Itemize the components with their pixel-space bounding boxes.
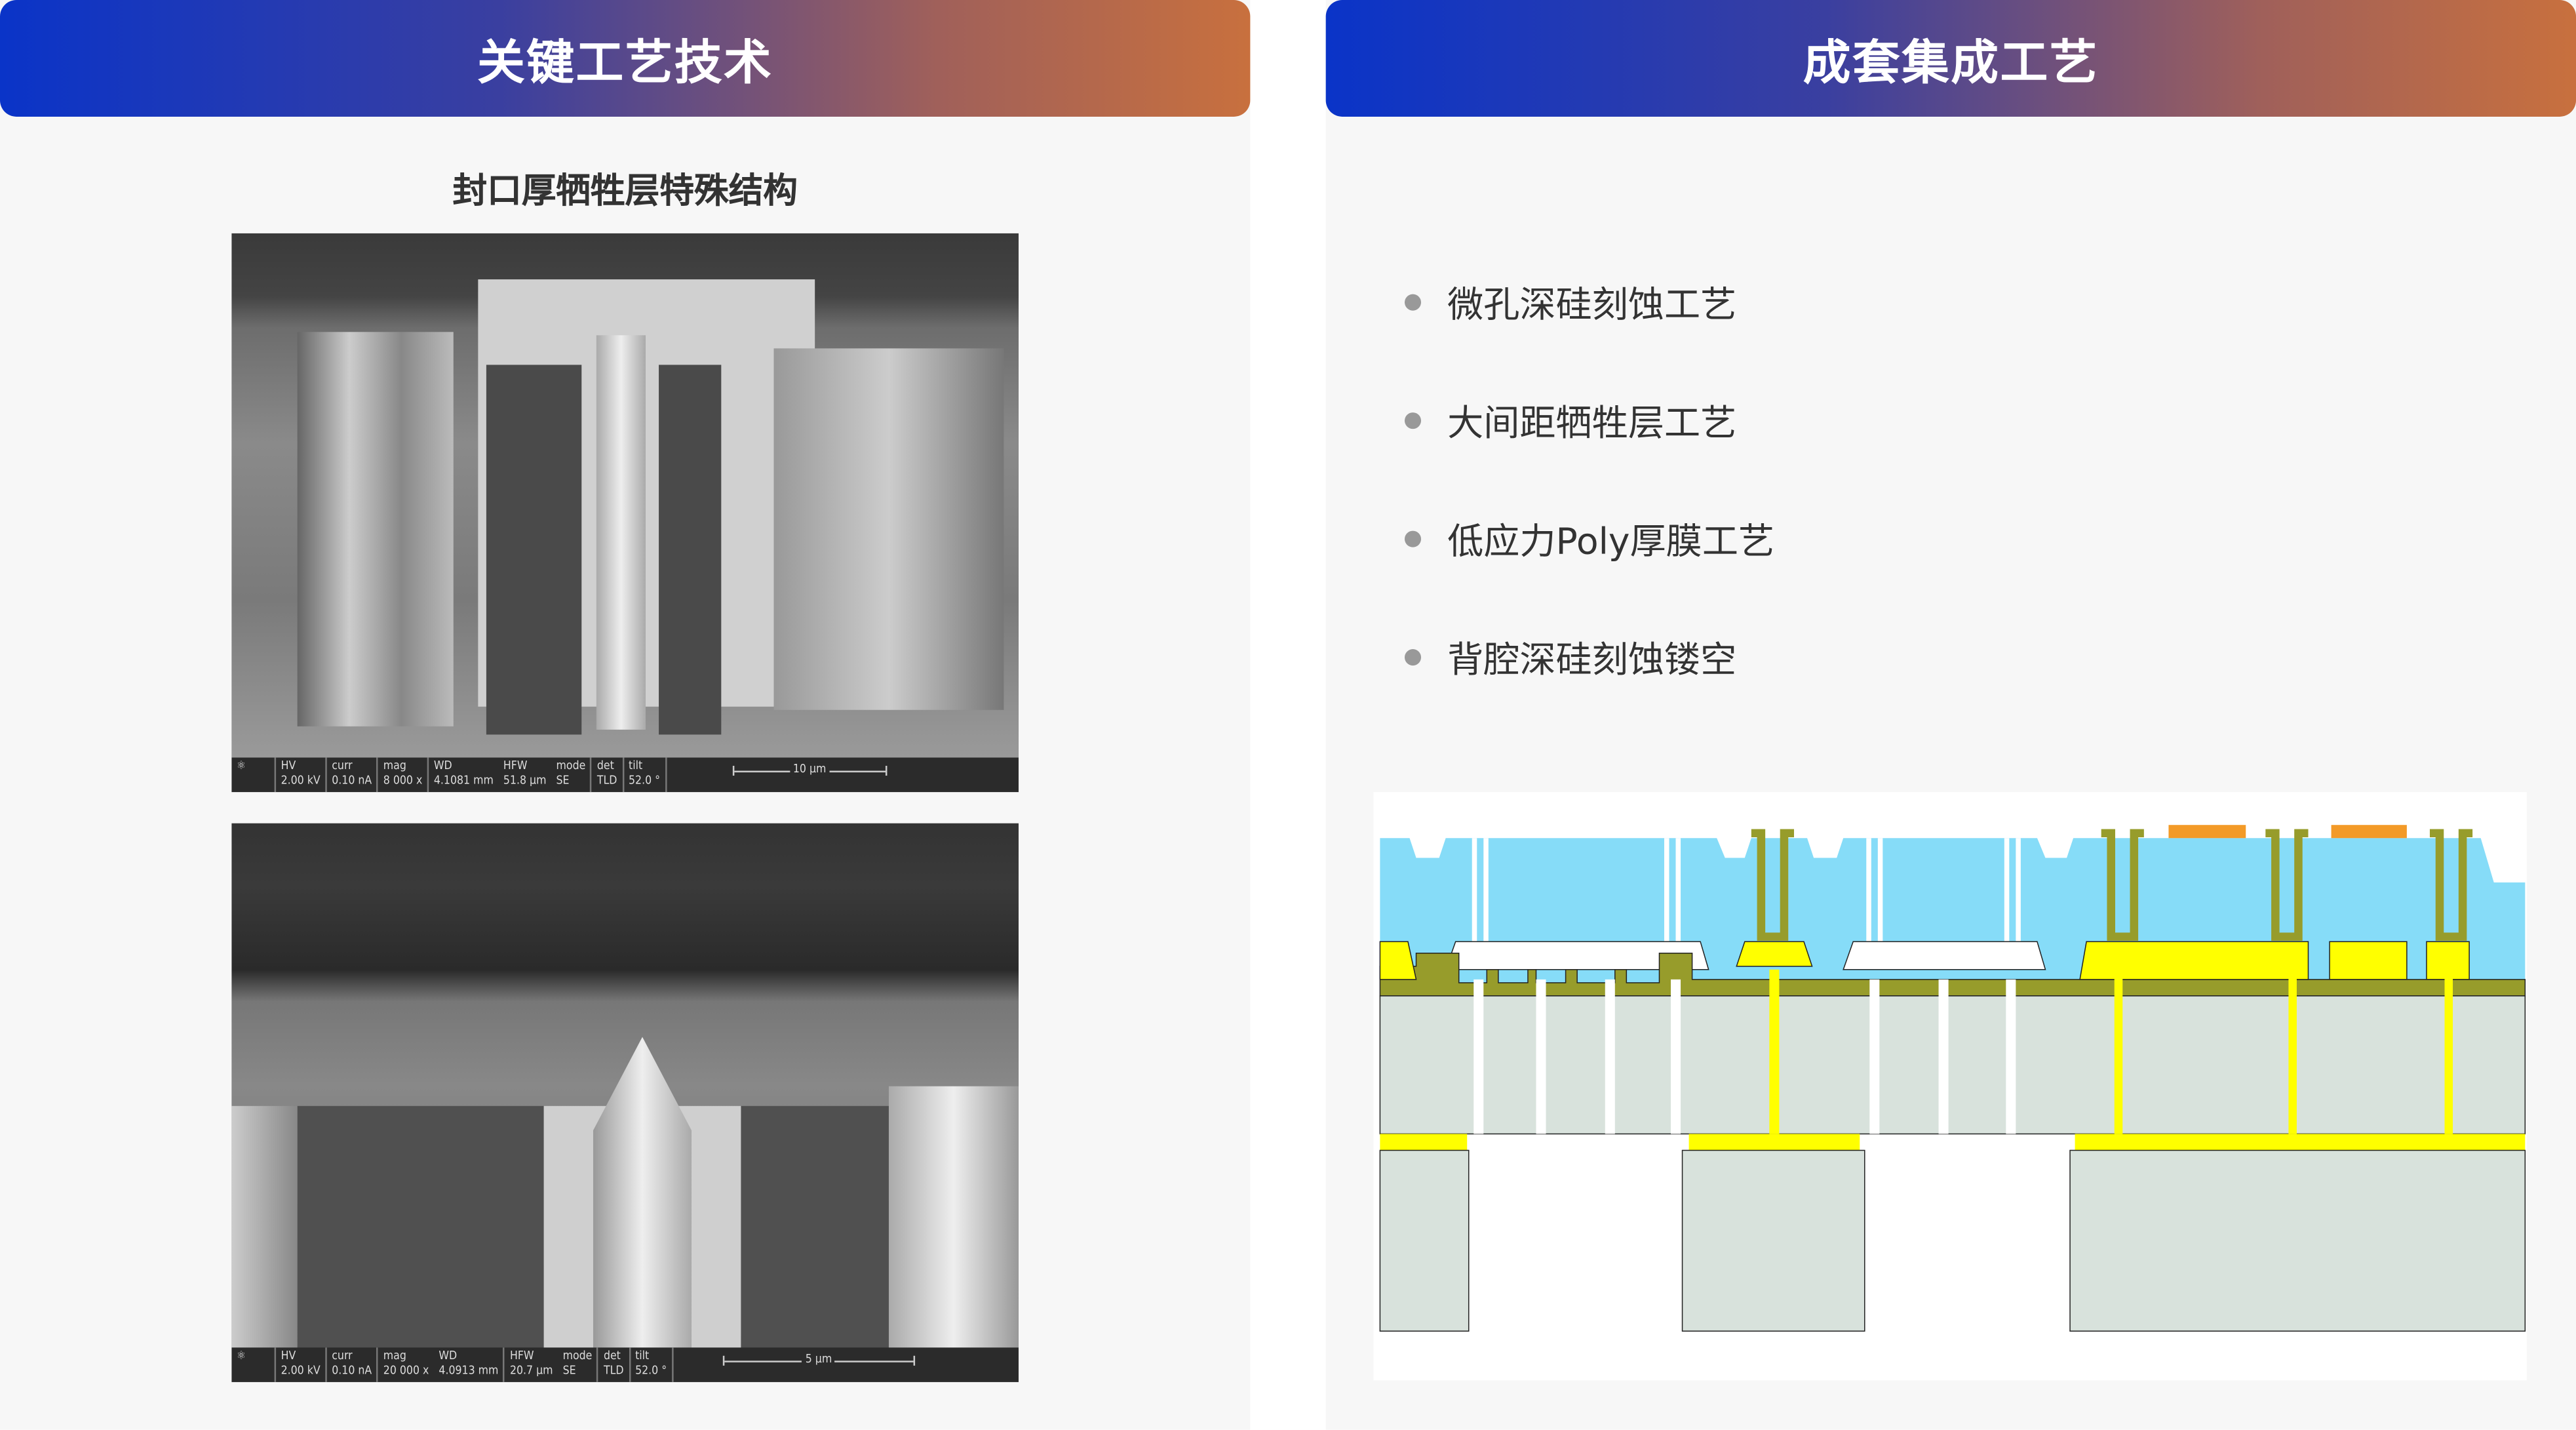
bullet-icon xyxy=(1404,412,1422,429)
list-item: 背腔深硅刻蚀镂空 xyxy=(1404,598,1774,716)
fei-logo-icon: ⚛ xyxy=(236,759,246,773)
handle-wafer xyxy=(1379,1149,2526,1332)
scale-label: 10 µm xyxy=(789,762,830,778)
cavity xyxy=(1843,941,2046,970)
bond-layer xyxy=(1380,1134,2526,1151)
metal-pads xyxy=(1379,941,2470,980)
list-item: 大间距牺牲层工艺 xyxy=(1404,361,1774,479)
bullet-icon xyxy=(1404,649,1422,666)
poly-layer xyxy=(1379,952,2526,997)
bond-pads xyxy=(2168,825,2407,839)
process-cross-section-diagram xyxy=(1373,792,2527,1381)
right-panel-title: 成套集成工艺 xyxy=(1325,0,2576,117)
left-panel-title: 关键工艺技术 xyxy=(0,0,1251,117)
list-item: 微孔深硅刻蚀工艺 xyxy=(1404,243,1774,361)
metal-vias xyxy=(1769,969,2453,1134)
bullet-icon xyxy=(1404,294,1422,311)
fei-logo-icon: ⚛ xyxy=(236,1349,246,1362)
sem-caption: 封口厚牺牲层特殊结构 xyxy=(452,170,798,210)
release-holes xyxy=(1472,838,2021,970)
process-list: 微孔深硅刻蚀工艺 大间距牺牲层工艺 低应力Poly厚膜工艺 背腔深硅刻蚀镂空 xyxy=(1404,243,1774,717)
silicon-device-layer xyxy=(1379,995,2526,1135)
bullet-icon xyxy=(1404,530,1422,547)
scale-label: 5 µm xyxy=(802,1352,836,1368)
poly-vias xyxy=(1751,829,2473,941)
list-item: 低应力Poly厚膜工艺 xyxy=(1404,480,1774,598)
trench-gaps xyxy=(1473,979,2016,1134)
